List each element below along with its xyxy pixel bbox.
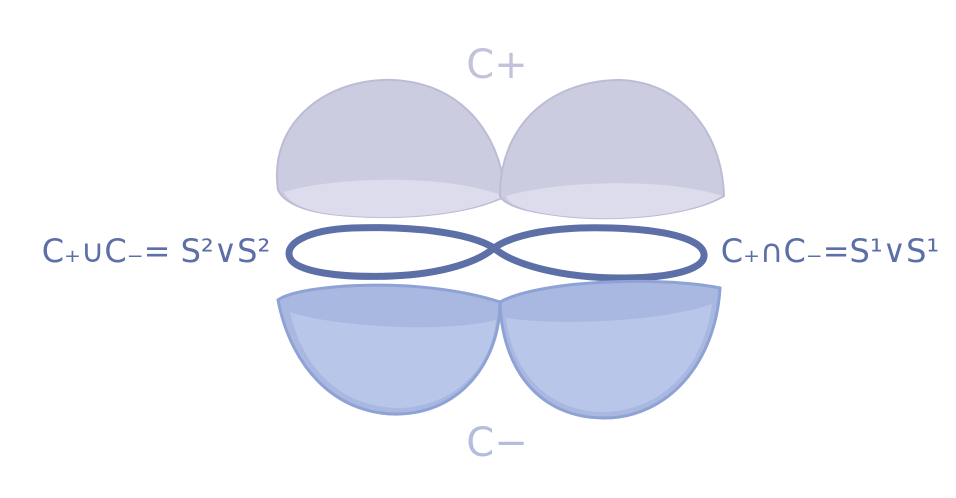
bottom-cap-group [276, 279, 722, 420]
top-right-hemisphere [498, 78, 726, 220]
figure-eight-right-loop [490, 224, 708, 282]
figure-eight-left-loop [285, 224, 498, 280]
bottom-left-hemisphere-inner [290, 312, 496, 408]
bottom-right-hemisphere-inner [506, 304, 712, 412]
label-c-plus: C+ [466, 42, 527, 88]
top-left-hemisphere-base [284, 179, 504, 218]
label-c-minus: C− [466, 420, 527, 466]
label-intersection-formula: C₊∩C₋=S¹∨S¹ [721, 232, 939, 270]
label-union-formula: C₊∪C₋= S²∨S² [42, 232, 271, 270]
top-cap-group [275, 78, 726, 220]
top-right-hemisphere-base [506, 183, 722, 219]
figure-eight-group [285, 224, 708, 282]
